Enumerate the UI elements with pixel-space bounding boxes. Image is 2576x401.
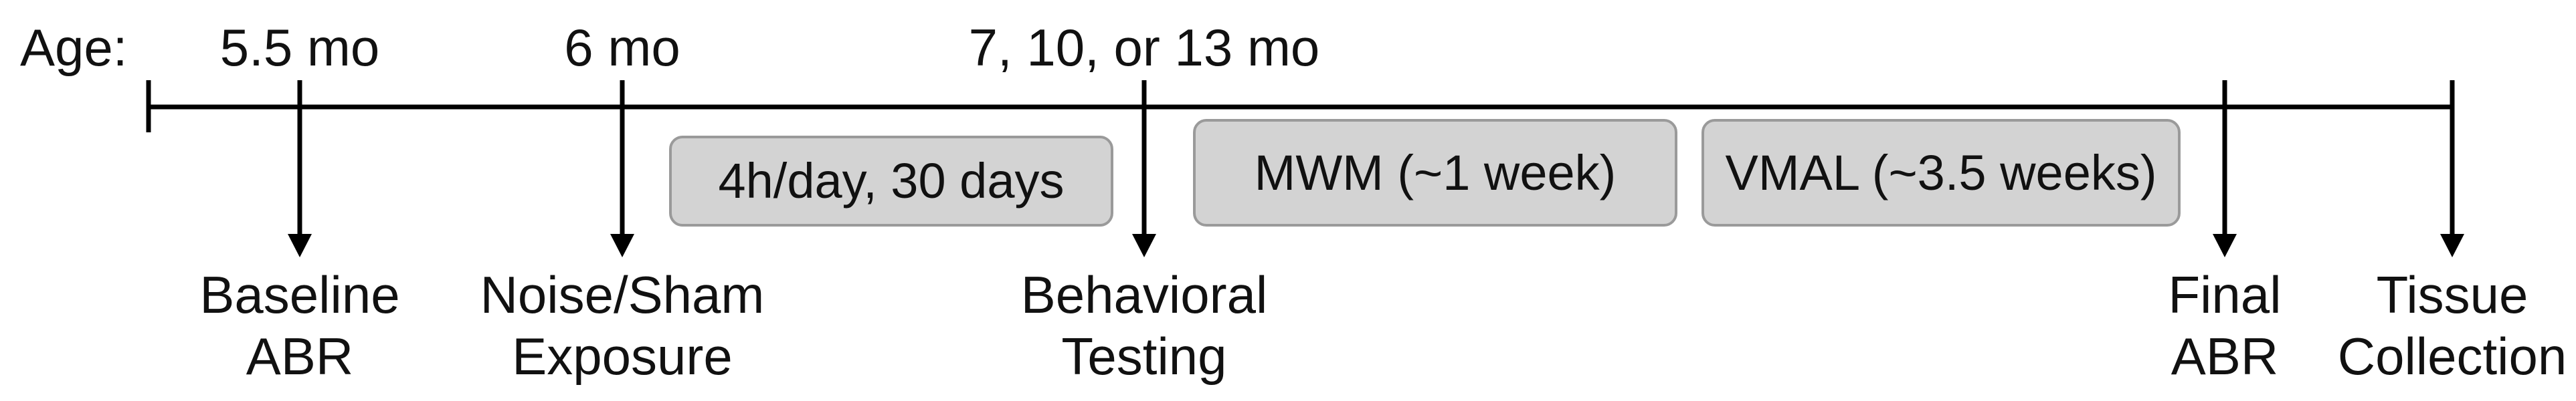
period-mwm-label: MWM (~1 week) <box>1255 145 1617 200</box>
arrow-tissue <box>2440 107 2464 257</box>
age-label: Age: <box>20 18 127 77</box>
event-tissue-line2: Collection <box>2338 327 2567 386</box>
event-baseline-line1: Baseline <box>199 265 399 324</box>
event-baseline-line2: ABR <box>246 327 353 386</box>
period-box-vmal <box>1701 119 2181 227</box>
event-exposure-line1: Noise/Sham <box>480 265 765 324</box>
age-testing: 7, 10, or 13 mo <box>969 18 1320 77</box>
arrow-testing <box>1132 80 1156 257</box>
event-final-line2: ABR <box>2171 327 2278 386</box>
arrow-final <box>2213 80 2237 257</box>
event-exposure-line2: Exposure <box>512 327 733 386</box>
event-final-line1: Final <box>2168 265 2281 324</box>
period-box-mwm <box>1193 119 1677 227</box>
arrow-exposure <box>610 80 634 257</box>
event-tissue-line1: Tissue <box>2377 265 2528 324</box>
period-exposure-label: 4h/day, 30 days <box>719 153 1065 209</box>
event-testing-line2: Testing <box>1061 327 1226 386</box>
age-baseline: 5.5 mo <box>220 18 379 77</box>
period-box-exposure <box>669 136 1113 227</box>
period-vmal-label: VMAL (~3.5 weeks) <box>1725 145 2156 200</box>
event-testing-line1: Behavioral <box>1021 265 1268 324</box>
arrow-baseline <box>288 80 312 257</box>
age-exposure: 6 mo <box>564 18 680 77</box>
